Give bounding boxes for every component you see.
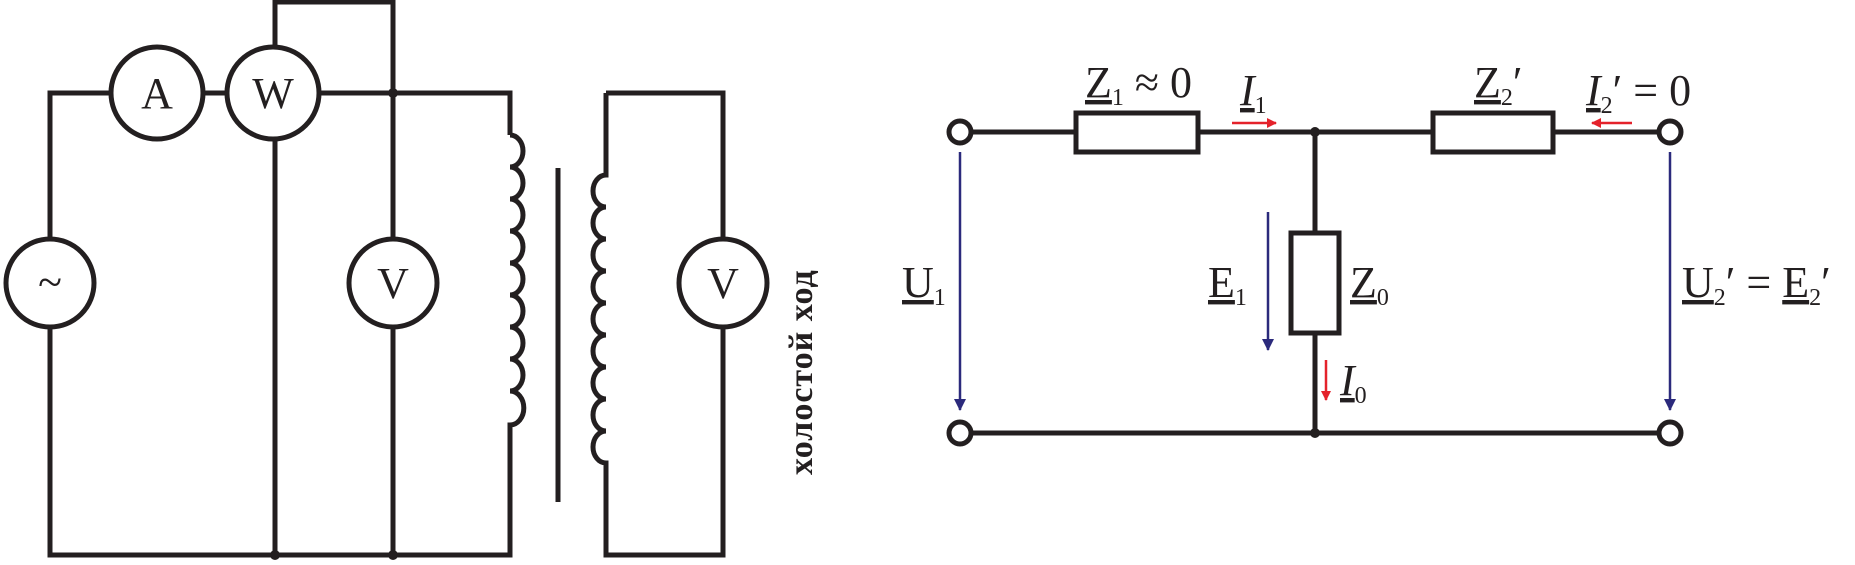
z1-symbol: Z: [1085, 58, 1112, 107]
ammeter: A: [108, 44, 206, 142]
svg-text:Z2′: Z2′: [1474, 58, 1523, 111]
input-terminal-bottom: [946, 419, 974, 447]
z0-subscript: 0: [1377, 285, 1389, 311]
primary-voltmeter-label: V: [377, 259, 409, 308]
e2-suffix: ′: [1821, 258, 1831, 307]
i0-symbol: I: [1339, 356, 1357, 405]
u1-label: U1: [902, 258, 946, 311]
no-load-caption: холостой ход: [783, 269, 820, 475]
ammeter-label: A: [141, 69, 173, 118]
svg-text:I2′ = 0: I2′ = 0: [1585, 66, 1691, 119]
e1-label: E1: [1208, 258, 1247, 311]
svg-text:E1: E1: [1208, 258, 1247, 311]
i2-subscript: 2: [1601, 93, 1613, 119]
secondary-winding: [590, 93, 609, 505]
i1-symbol: I: [1239, 66, 1257, 115]
junction-dot: [388, 88, 398, 98]
no-load-test-circuit: ~ A W V V холостой ход: [3, 0, 820, 560]
u2-subscript: 2: [1714, 285, 1726, 311]
u2-symbol: U: [1682, 258, 1714, 307]
i2-label: I2′ = 0: [1585, 66, 1691, 119]
i0-label: I0: [1339, 356, 1367, 409]
i2-suffix: ′ = 0: [1613, 66, 1691, 115]
z0-symbol: Z: [1350, 258, 1377, 307]
wattmeter-label: W: [252, 69, 294, 118]
input-terminal-top: [946, 118, 974, 146]
secondary-voltmeter-label: V: [707, 259, 739, 308]
z1-suffix: ≈ 0: [1124, 58, 1192, 107]
z1-resistor: [1073, 110, 1201, 155]
i1-label: I1: [1239, 66, 1267, 119]
z2-suffix: ′: [1513, 58, 1523, 107]
junction-dot: [388, 550, 398, 560]
i0-subscript: 0: [1355, 383, 1367, 409]
u2-suffix: ′ =: [1726, 258, 1782, 307]
junction-dot: [1310, 428, 1320, 438]
ac-source: ~: [3, 236, 97, 330]
svg-text:U2′ = E2′: U2′ = E2′: [1682, 258, 1831, 311]
svg-text:Z1 ≈ 0: Z1 ≈ 0: [1085, 58, 1192, 111]
junction-dot: [1310, 127, 1320, 137]
primary-voltmeter: V: [346, 236, 440, 330]
e2-symbol: E: [1782, 258, 1809, 307]
z2-symbol: Z: [1474, 58, 1501, 107]
z1-subscript: 1: [1112, 85, 1124, 111]
equivalent-circuit: Z1 ≈ 0 I1 Z2′ I2′ = 0 U1 E1: [902, 58, 1831, 447]
z0-label: Z0: [1350, 258, 1389, 311]
e1-symbol: E: [1208, 258, 1235, 307]
i2-symbol: I: [1585, 66, 1603, 115]
wattmeter: W: [224, 44, 322, 142]
svg-text:I0: I0: [1339, 356, 1367, 409]
u1-subscript: 1: [934, 285, 946, 311]
output-terminal-bottom: [1656, 419, 1684, 447]
junction-dot: [270, 550, 280, 560]
e1-subscript: 1: [1235, 285, 1247, 311]
u1-symbol: U: [902, 258, 934, 307]
svg-text:Z0: Z0: [1350, 258, 1389, 311]
primary-winding: [507, 132, 527, 505]
svg-text:I1: I1: [1239, 66, 1267, 119]
z0-resistor: [1288, 230, 1342, 336]
e2-subscript: 2: [1809, 285, 1821, 311]
svg-text:U1: U1: [902, 258, 946, 311]
output-terminal-top: [1656, 118, 1684, 146]
z2-label: Z2′: [1474, 58, 1523, 111]
z2-resistor: [1430, 110, 1556, 155]
z1-label: Z1 ≈ 0: [1085, 58, 1192, 111]
secondary-voltmeter: V: [676, 236, 770, 330]
u2-e2-label: U2′ = E2′: [1682, 258, 1831, 311]
left-wiring: [47, 0, 726, 558]
i1-subscript: 1: [1255, 93, 1267, 119]
z2-subscript: 2: [1501, 85, 1513, 111]
ac-source-symbol: ~: [38, 258, 62, 307]
